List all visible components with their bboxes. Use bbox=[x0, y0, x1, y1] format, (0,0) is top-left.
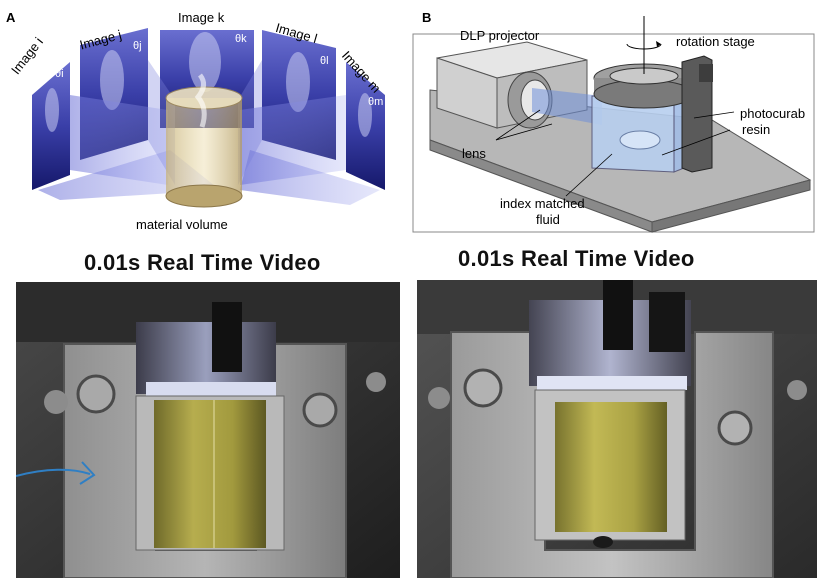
panel-letter-a: A bbox=[6, 10, 16, 25]
theta-m: θm bbox=[368, 96, 384, 108]
theta-l: θl bbox=[320, 55, 329, 67]
label-fluid: fluid bbox=[536, 212, 560, 227]
video-still-left bbox=[15, 282, 400, 579]
label-material-volume: material volume bbox=[136, 217, 228, 232]
label-image-k: Image k bbox=[178, 10, 225, 25]
printer-schematic bbox=[412, 16, 815, 233]
support-tower bbox=[681, 55, 713, 173]
label-dlp-projector: DLP projector bbox=[460, 28, 540, 43]
panel-a-tomographic-projections: A Image i Image j Image k Image l Image … bbox=[0, 0, 412, 236]
theta-j: θj bbox=[133, 40, 142, 52]
label-rotation-stage: rotation stage bbox=[676, 34, 755, 49]
projected-figures bbox=[45, 32, 372, 137]
material-volume-cylinder bbox=[165, 73, 243, 208]
video-frame-left bbox=[15, 282, 400, 579]
label-resin: resin bbox=[742, 122, 771, 137]
video-title-right: 0.01s Real Time Video bbox=[458, 246, 695, 271]
label-index-matched: index matched bbox=[500, 196, 585, 211]
projection-diagram bbox=[32, 28, 385, 208]
light-beam bbox=[532, 88, 602, 125]
video-title-left: 0.01s Real Time Video bbox=[84, 250, 321, 275]
rotation-arrow-icon bbox=[626, 43, 662, 50]
theta-i: θi bbox=[55, 68, 64, 80]
panel-letter-b: B bbox=[422, 10, 432, 25]
beam-i bbox=[70, 95, 168, 185]
video-still-right bbox=[417, 280, 817, 579]
indicator-arrow-icon bbox=[15, 468, 91, 477]
label-lens: lens bbox=[462, 146, 486, 161]
theta-k: θk bbox=[235, 33, 247, 45]
panel-b-printer-schematic: B DLP projector rotation stage photocura… bbox=[412, 0, 817, 236]
video-frame-right bbox=[417, 280, 817, 579]
beam-m bbox=[240, 95, 346, 185]
label-photocurable: photocurab bbox=[740, 106, 806, 121]
